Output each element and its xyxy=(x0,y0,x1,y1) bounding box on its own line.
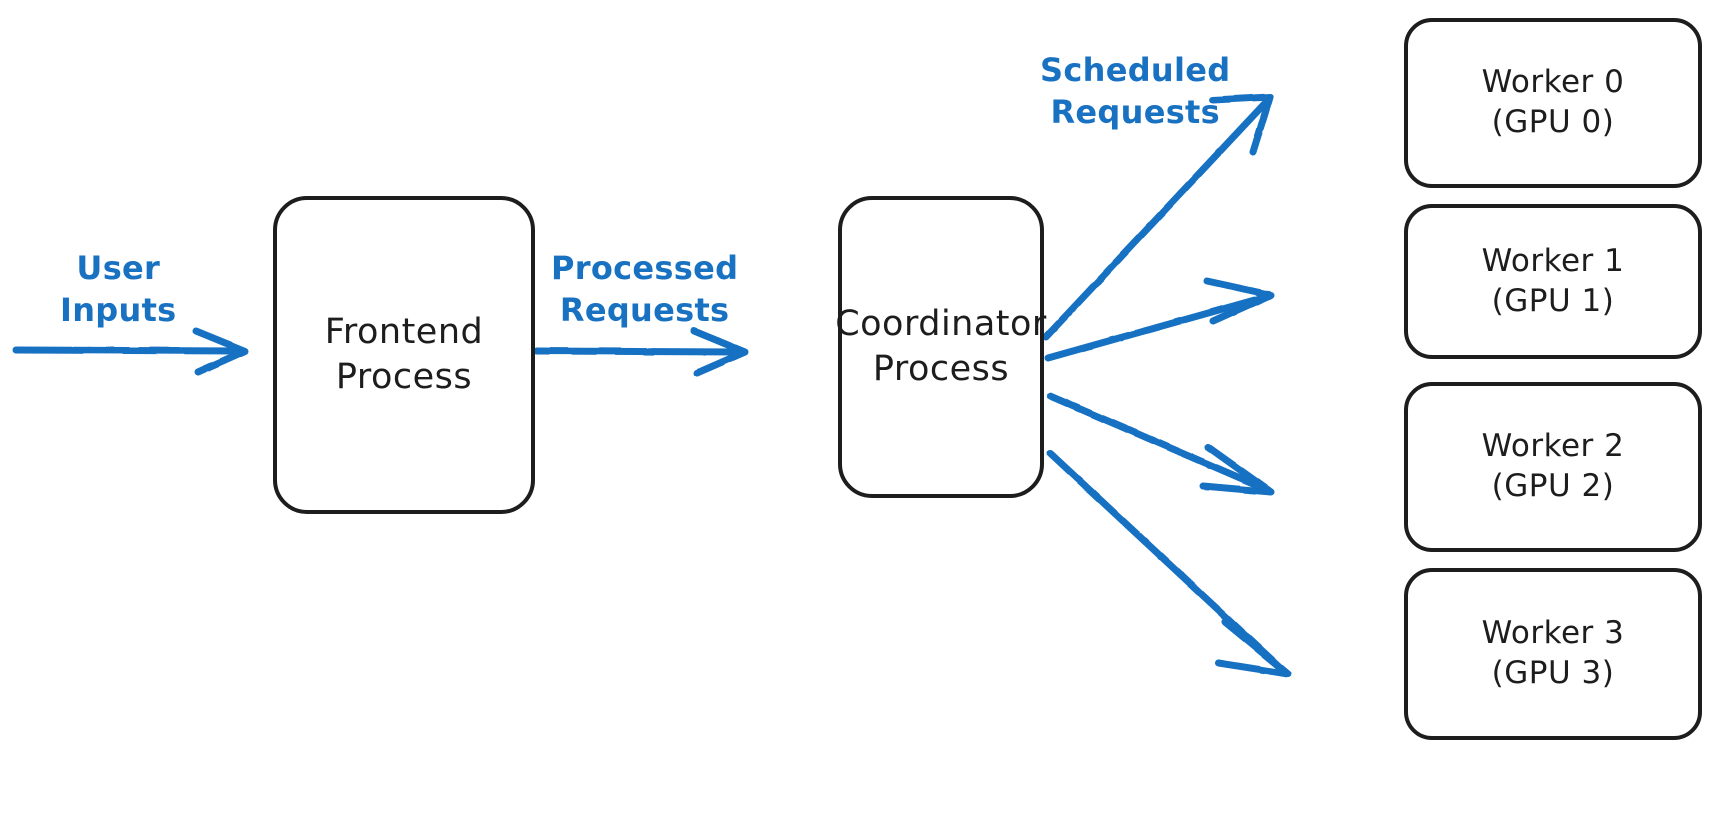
node-worker-3-line-1: Worker 3 xyxy=(1481,615,1625,652)
node-coordinator-process-line-2: Process xyxy=(872,349,1010,389)
edge-label-scheduled-requests-line-1: Scheduled xyxy=(1040,51,1231,89)
node-worker-0-line-2: (GPU 0) xyxy=(1491,104,1615,140)
node-worker-3-line-2: (GPU 3) xyxy=(1491,655,1615,691)
node-frontend-process-line-2: Process xyxy=(335,357,473,397)
node-coordinator-process[interactable]: Coordinator Process xyxy=(835,196,1047,498)
edge-label-processed-requests-line-1: Processed xyxy=(551,249,739,287)
edge-user-to-frontend xyxy=(12,327,249,376)
edge-coordinator-to-worker1 xyxy=(1044,277,1275,362)
node-coordinator-process-line-1: Coordinator xyxy=(835,304,1047,345)
edge-label-processed-requests: Processed Requests xyxy=(551,248,738,331)
node-worker-2-line-1: Worker 2 xyxy=(1481,428,1625,465)
node-worker-2-line-2: (GPU 2) xyxy=(1491,468,1615,504)
node-frontend-process[interactable]: Frontend Process xyxy=(273,196,535,514)
edge-label-processed-requests-line-2: Requests xyxy=(559,290,730,329)
edge-label-scheduled-requests-line-2: Requests xyxy=(1050,92,1220,131)
edge-label-user-inputs-line-1: User xyxy=(76,249,161,287)
edge-label-user-inputs-line-2: Inputs xyxy=(60,290,177,329)
edge-coordinator-to-worker2 xyxy=(1046,392,1275,496)
node-frontend-process-line-1: Frontend xyxy=(324,312,484,353)
edge-label-scheduled-requests: Scheduled Requests xyxy=(1040,50,1230,133)
node-worker-0-line-1: Worker 0 xyxy=(1481,64,1625,101)
edge-coordinator-to-worker3 xyxy=(1046,449,1292,678)
node-worker-0[interactable]: Worker 0 (GPU 0) xyxy=(1404,18,1702,188)
edge-frontend-to-coordinator xyxy=(532,327,749,377)
node-worker-1[interactable]: Worker 1 (GPU 1) xyxy=(1404,204,1702,359)
edge-label-user-inputs: User Inputs xyxy=(60,248,177,331)
edge-coordinator-to-worker0 xyxy=(1042,93,1274,341)
node-worker-2[interactable]: Worker 2 (GPU 2) xyxy=(1404,382,1702,552)
node-worker-3[interactable]: Worker 3 (GPU 3) xyxy=(1404,568,1702,740)
node-worker-1-line-1: Worker 1 xyxy=(1481,242,1625,279)
node-worker-1-line-2: (GPU 1) xyxy=(1491,282,1615,319)
